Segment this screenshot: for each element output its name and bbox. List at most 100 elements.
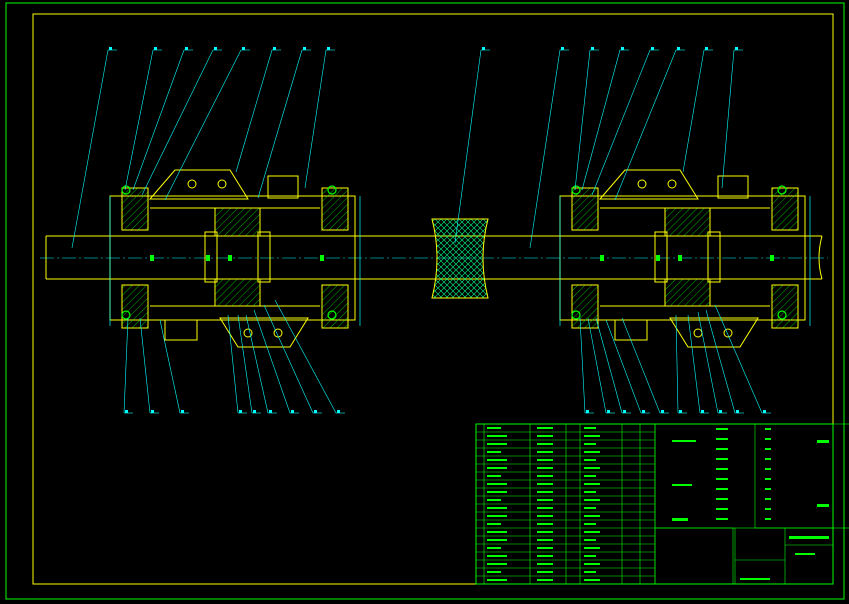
balloon-mark-tl6 [303, 47, 306, 50]
tb-text-b-11 [537, 515, 553, 517]
leader-line-br6 [687, 314, 701, 414]
tb-text-a-4 [487, 459, 507, 461]
balloon-mark-tr5 [705, 47, 708, 50]
bearing-ball-1 [121, 310, 131, 320]
balloon-mark-tl1 [154, 47, 157, 50]
tb-text-c-9 [584, 499, 600, 501]
tb-right-text2-3 [765, 458, 771, 460]
leader-line-tl5 [235, 49, 273, 173]
sleeve-left [204, 231, 218, 283]
bolt-hole-left [187, 179, 197, 189]
balloon-mark-bl6 [291, 410, 294, 413]
tb-right-text-2 [716, 448, 728, 450]
tb-desc-2 [672, 484, 692, 486]
tb-text-a-12 [487, 523, 501, 525]
tb-text-b-17 [537, 563, 553, 565]
tb-right-text2-0 [765, 428, 771, 430]
balloon-mark-bl2 [181, 410, 184, 413]
bearing-ball-1 [571, 310, 581, 320]
tb-drawing-no [795, 553, 815, 555]
tb-text-c-8 [584, 491, 596, 493]
tb-text-b-6 [537, 475, 553, 477]
tb-text-a-15 [487, 547, 501, 549]
tb-desc-1 [672, 440, 696, 442]
balloon-mark-tl4 [242, 47, 245, 50]
balloon-mark-tr2 [621, 47, 624, 50]
tb-text-b-9 [537, 499, 553, 501]
tb-text-c-17 [584, 563, 600, 565]
tb-desc-3 [672, 518, 688, 521]
title-block [475, 423, 849, 585]
tb-text-c-0 [584, 427, 596, 429]
bolt-hole-left [637, 179, 647, 189]
tb-right-text-0 [716, 428, 728, 430]
tb-text-b-4 [537, 459, 553, 461]
balloon-mark-tr6 [735, 47, 738, 50]
tb-text-c-12 [584, 523, 596, 525]
tb-text-a-0 [487, 427, 501, 429]
leader-line-bl5 [245, 314, 269, 414]
tb-text-b-3 [537, 451, 553, 453]
inner-border [32, 13, 834, 585]
centerline-tick-3 [320, 255, 324, 261]
sleeve-right [707, 231, 721, 283]
tb-text-b-5 [537, 467, 553, 469]
leader-line-tl4 [164, 49, 242, 201]
balloon-mark-br0 [586, 410, 589, 413]
balloon-mark-tl5 [273, 47, 276, 50]
tb-right-text2-5 [765, 478, 771, 480]
tb-text-c-7 [584, 483, 600, 485]
tb-text-c-4 [584, 459, 596, 461]
leader-line-br2 [595, 317, 623, 414]
foot-block [614, 319, 648, 341]
end-cap-bottom-right [321, 284, 349, 329]
tb-right-text2-9 [765, 518, 771, 520]
centerline-tick-2 [678, 255, 682, 261]
balloon-mark-tr0 [561, 47, 564, 50]
tb-box-0 [654, 423, 849, 529]
tb-text-a-18 [487, 571, 501, 573]
pedestal-bottom [219, 317, 309, 348]
balloon-mark-br6 [701, 410, 704, 413]
tb-right-text-9 [716, 518, 728, 520]
leader-line-br0 [579, 317, 586, 414]
tb-box-2 [654, 527, 734, 585]
tb-text-b-2 [537, 443, 553, 445]
tb-text-b-1 [537, 435, 553, 437]
tb-text-a-11 [487, 515, 507, 517]
bolt-hole-low-left [243, 328, 253, 338]
balloon-mark-br7 [719, 410, 722, 413]
end-cap-bottom-left [571, 284, 599, 329]
tb-text-a-10 [487, 507, 507, 509]
leader-line-br7 [697, 311, 719, 414]
tb-right-text-6 [716, 488, 728, 490]
balloon-mark-bl5 [269, 410, 272, 413]
balloon-mark-br3 [642, 410, 645, 413]
tb-right-text-8 [716, 508, 728, 510]
leader-line-bl0 [123, 317, 129, 414]
tb-text-a-8 [487, 491, 507, 493]
centerline-tick-2 [228, 255, 232, 261]
sleeve-left [654, 231, 668, 283]
tb-text-b-8 [537, 491, 553, 493]
bolt-hole-right [217, 179, 227, 189]
bearing-ball-2 [777, 185, 787, 195]
tb-text-b-13 [537, 531, 553, 533]
leader-line-tl3 [141, 49, 214, 196]
balloon-mark-br2 [623, 410, 626, 413]
leader-line-tl7 [304, 49, 327, 189]
tb-right-text2-8 [765, 508, 771, 510]
end-cap-top-right [321, 187, 349, 231]
bolt-hole-low-right [723, 328, 733, 338]
tb-company [740, 578, 770, 580]
leader-line-tl0 [71, 49, 109, 249]
balloon-mark-tr1 [591, 47, 594, 50]
tb-text-a-5 [487, 467, 507, 469]
balloon-mark-br1 [607, 410, 610, 413]
leader-line-tl1 [124, 49, 154, 191]
tb-text-a-3 [487, 451, 501, 453]
balloon-mark-bl0 [125, 410, 128, 413]
tb-text-a-9 [487, 499, 501, 501]
balloon-mark-tr3 [651, 47, 654, 50]
leader-line-tr5 [682, 49, 705, 173]
